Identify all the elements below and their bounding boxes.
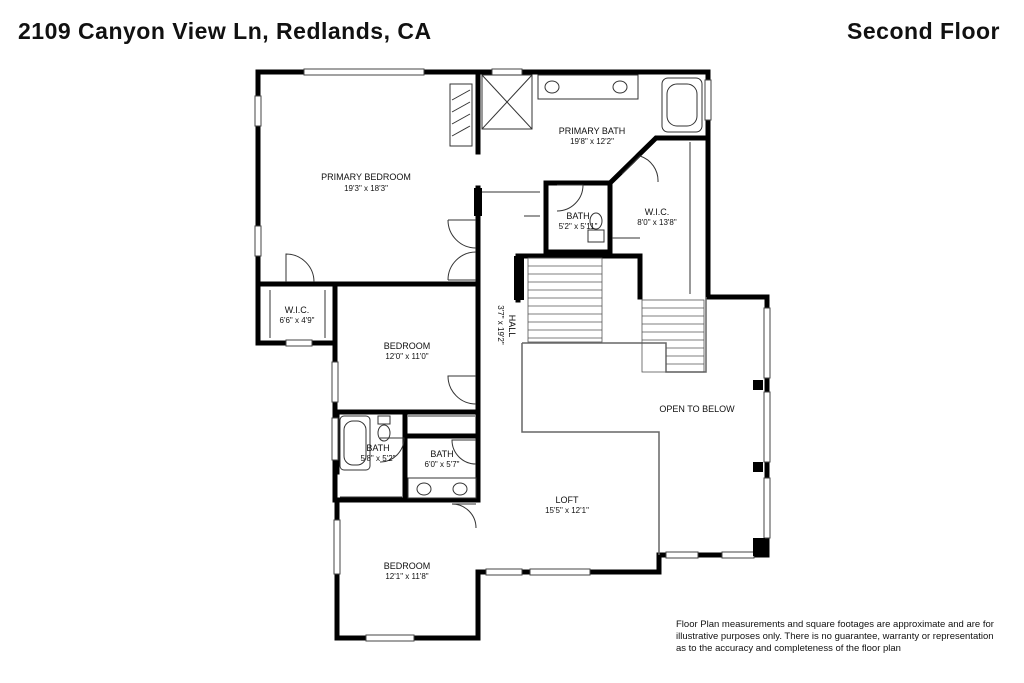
sink (452, 482, 468, 496)
room-name-open-to-below: OPEN TO BELOW (659, 404, 735, 414)
room-name-bedroom-1: BEDROOM (384, 341, 431, 351)
room-dims-loft: 15'5" x 12'1" (545, 506, 589, 515)
window (331, 417, 339, 461)
wall-small-bath (543, 180, 613, 255)
sink (612, 80, 628, 94)
window (285, 339, 313, 347)
door-swing (379, 437, 405, 463)
fixture-group (269, 74, 703, 499)
vanity-primary (537, 74, 639, 100)
window (333, 519, 341, 575)
vanity-bath-sinks (407, 477, 477, 499)
window (485, 568, 523, 576)
disclaimer-line: as to the accuracy and completeness of t… (676, 643, 901, 654)
shower (481, 74, 533, 130)
bathtub-left-inner (343, 420, 367, 466)
window (763, 477, 771, 539)
wall-stairs-top (515, 253, 643, 300)
staircase-upper (527, 257, 603, 343)
disclaimer: Floor Plan measurements and square foota… (676, 619, 1016, 655)
toilet-bowl (377, 424, 391, 442)
door-swing (451, 503, 477, 529)
fireplace (449, 83, 473, 147)
window (365, 634, 415, 642)
room-dims-wic-left: 6'6" x 4'9" (280, 316, 315, 325)
room-dims-primary-bath: 19'8" x 12'2" (570, 137, 614, 146)
room-dims-bath-small: 5'2" x 5'11" (559, 222, 598, 231)
disclaimer-line: Floor Plan measurements and square foota… (676, 619, 994, 630)
toilet (377, 415, 391, 425)
pillar (514, 256, 524, 300)
window (303, 68, 425, 76)
room-name-primary-bath: PRIMARY BATH (559, 126, 626, 136)
room-dims-wic-primary: 8'0" x 13'8" (637, 218, 677, 227)
window (721, 551, 755, 559)
window (254, 95, 262, 127)
window (254, 225, 262, 257)
pillar (753, 380, 763, 390)
door-swing (451, 439, 477, 465)
window (529, 568, 591, 576)
staircase-lower (641, 299, 705, 373)
door-group (285, 155, 659, 529)
room-name-loft: LOFT (555, 495, 579, 505)
door-swing (621, 155, 659, 183)
staircase (527, 257, 705, 373)
bathtub-primary (661, 77, 703, 133)
door-swing (447, 375, 477, 405)
bathtub-inner (666, 83, 698, 127)
pillar (474, 188, 482, 216)
open-to-below-outline (521, 297, 707, 555)
room-name-wic-left: W.I.C. (285, 305, 310, 315)
toilet-small (587, 229, 605, 243)
room-name-bedroom-2: BEDROOM (384, 561, 431, 571)
pillar-group (474, 188, 765, 556)
room-name-primary-bedroom: PRIMARY BEDROOM (321, 172, 411, 182)
room-dims-bath-tub: 5'8" x 5'2" (361, 454, 396, 463)
room-labels: PRIMARY BEDROOM 19'3" x 18'3" PRIMARY BA… (280, 126, 736, 581)
disclaimer-line: illustrative purposes only. There is no … (676, 631, 994, 642)
window (331, 361, 339, 403)
window-group (254, 68, 771, 642)
door-swing (556, 184, 584, 212)
sink (544, 80, 560, 94)
pillar (753, 462, 763, 472)
floor-name: Second Floor (847, 18, 1000, 44)
room-name-wic-primary: W.I.C. (645, 207, 670, 217)
room-dims-bedroom-1: 12'0" x 11'0" (385, 352, 428, 361)
window (704, 79, 712, 121)
window (665, 551, 699, 559)
room-dims-bedroom-2: 12'1" x 11'8" (385, 572, 428, 581)
room-name-bath-sinks: BATH (430, 449, 453, 459)
window (763, 307, 771, 379)
room-dims-hall: 3'7" x 19'2" (496, 305, 505, 345)
window (491, 68, 523, 76)
outer-wall-loft-bottom (475, 294, 770, 575)
room-name-bath-tub: BATH (366, 443, 389, 453)
room-dims-primary-bedroom: 19'3" x 18'3" (344, 184, 388, 193)
bathtub-left (339, 415, 371, 471)
toilet-small-bowl (589, 212, 603, 230)
pillar (753, 538, 765, 556)
property-address: 2109 Canyon View Ln, Redlands, CA (18, 18, 432, 44)
wall-wic-primary-left (606, 135, 711, 187)
door-swing (447, 219, 477, 281)
room-dims-bath-sinks: 6'0" x 5'7" (425, 460, 460, 469)
room-name-hall: HALL (507, 315, 517, 338)
window (763, 391, 771, 463)
sink (416, 482, 432, 496)
room-name-bath-small: BATH (566, 211, 589, 221)
door-swing (285, 253, 315, 283)
